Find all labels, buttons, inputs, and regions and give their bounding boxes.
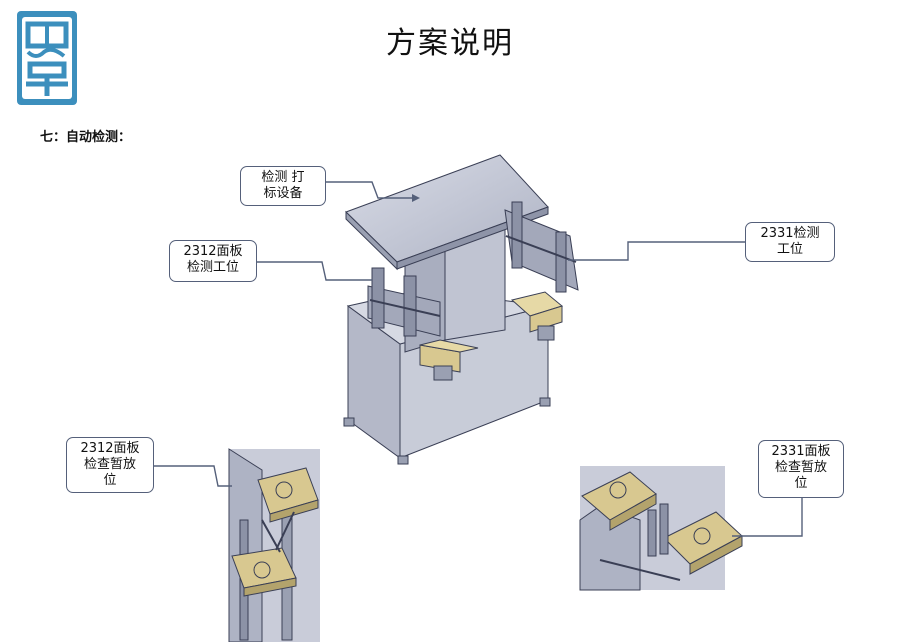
callout-line: 位 (794, 476, 808, 491)
company-logo (17, 11, 77, 105)
callout-station-2331: 2331检测 工位 (745, 222, 835, 262)
callout-buffer-2312: 2312面板 检查暂放 位 (66, 437, 154, 493)
callout-line: 检查暂放 (83, 457, 136, 472)
machine-3d-model (343, 154, 579, 465)
callout-line: 2331检测 (760, 226, 820, 241)
callout-line: 工位 (776, 242, 803, 257)
callout-station-2312: 2312面板 检测工位 (169, 240, 257, 282)
callout-line: 位 (103, 473, 117, 488)
callout-marking-device: 检测 打 标设备 (240, 166, 326, 206)
callout-line: 检测 打 (261, 170, 305, 185)
buffer-2331-zoom-image (579, 466, 743, 591)
callout-line: 2312面板 (80, 441, 140, 456)
callout-buffer-2331: 2331面板 检查暂放 位 (758, 440, 844, 498)
page-title: 方案说明 (386, 26, 514, 61)
callout-line: 2312面板 (183, 244, 243, 259)
callout-line: 检查暂放 (774, 460, 827, 475)
callout-line: 检测工位 (186, 260, 239, 275)
callout-line: 标设备 (263, 186, 303, 201)
callout-line: 2331面板 (771, 444, 831, 459)
buffer-2312-zoom-image (228, 448, 320, 642)
leader-lines (154, 181, 803, 537)
arrow-head (412, 194, 420, 202)
section-heading: 七：自动检测： (40, 130, 132, 145)
